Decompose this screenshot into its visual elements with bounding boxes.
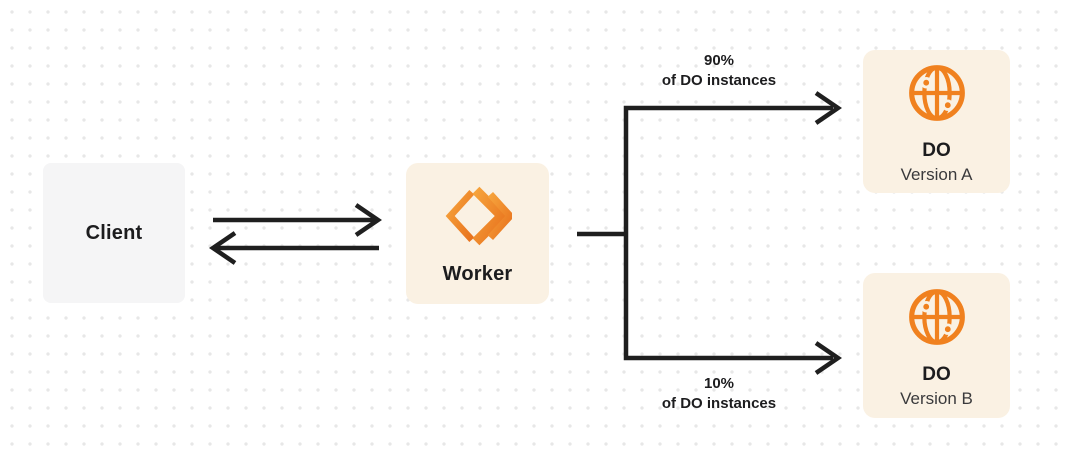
bottom-split-caption: of DO instances	[661, 395, 777, 412]
workers-logo-echo-chevron	[487, 191, 512, 241]
top-split-caption: of DO instances	[661, 72, 777, 89]
branch-top-arrow-head	[814, 91, 842, 125]
worker-to-client-arrow-head	[209, 231, 237, 265]
globe-dot-upper	[919, 301, 932, 313]
do-version-b-node: DO Version B	[863, 273, 1010, 418]
branch-bracket	[623, 105, 833, 361]
worker-label: Worker	[442, 263, 513, 285]
branch-bottom-arrow-head	[814, 341, 842, 375]
workers-logo-icon	[445, 186, 512, 246]
do-version-a-node: DO Version A	[863, 50, 1010, 193]
do-b-subtitle: Version B	[900, 389, 973, 409]
client-label: Client	[85, 221, 143, 244]
bottom-split-label: 10% of DO instances	[662, 374, 776, 414]
globe-meridian-ellipse	[921, 66, 952, 121]
globe-icon	[908, 289, 965, 346]
top-split-label: 90% of DO instances	[662, 51, 776, 91]
worker-node: Worker	[406, 163, 549, 304]
globe-dot-lower	[941, 323, 954, 336]
globe-dot-upper	[919, 77, 932, 89]
globe-dot-lower	[941, 99, 954, 112]
do-a-title: DO	[922, 140, 951, 162]
top-split-percent: 90%	[703, 52, 735, 69]
globe-meridian-ellipse	[921, 290, 952, 345]
workers-logo-left-bracket	[445, 190, 474, 242]
client-node: Client	[43, 163, 185, 303]
bottom-split-percent: 10%	[703, 375, 735, 392]
do-a-subtitle: Version A	[900, 165, 973, 185]
client-to-worker-arrow-head	[354, 203, 382, 237]
workers-logo-main-chevron	[471, 186, 509, 246]
globe-icon	[908, 65, 965, 122]
do-b-title: DO	[922, 364, 951, 386]
